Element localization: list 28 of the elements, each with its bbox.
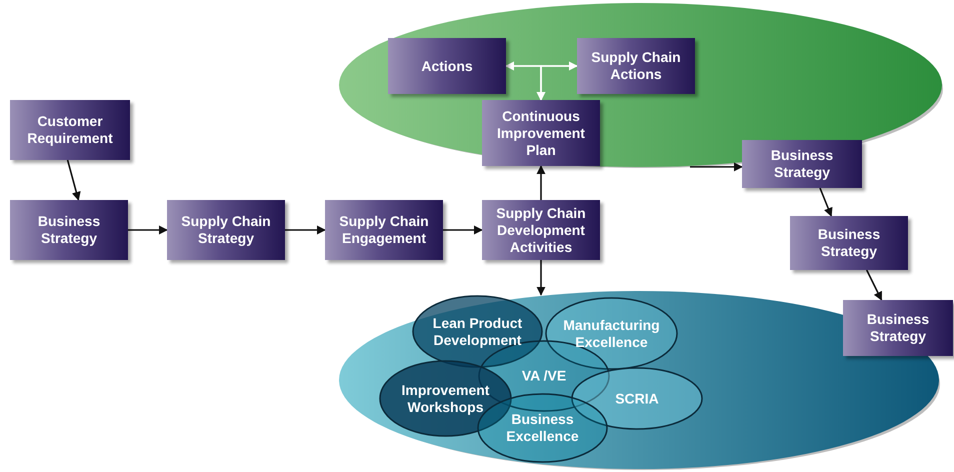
- process-box: Supply Chain Strategy: [167, 200, 285, 260]
- arrow: [536, 65, 577, 101]
- arrow: [66, 160, 81, 201]
- arrow: [536, 165, 546, 200]
- process-box: Actions: [388, 38, 506, 94]
- arrow: [690, 162, 743, 172]
- ellipse-label: Lean Product Development: [432, 314, 524, 348]
- ellipse-label: Manufacturing Excellence: [562, 316, 661, 350]
- arrow: [866, 270, 882, 301]
- process-box: Business Strategy: [742, 140, 862, 188]
- arrow: [128, 226, 168, 234]
- process-box: Customer Requirement: [10, 100, 130, 160]
- process-box: Business Strategy: [790, 216, 908, 270]
- arrow: [536, 260, 546, 296]
- process-box: Continuous Improvement Plan: [482, 100, 600, 166]
- arrow: [819, 188, 832, 217]
- ellipse-label: Improvement Workshops: [400, 382, 490, 416]
- process-box: Supply Chain Engagement: [325, 200, 443, 260]
- ellipse-label: VA /VE: [520, 368, 568, 384]
- process-box: Business Strategy: [10, 200, 128, 260]
- arrow: [505, 62, 578, 70]
- ellipse-label: Business Excellence: [505, 411, 580, 445]
- process-box: Supply Chain Actions: [577, 38, 695, 94]
- process-box: Business Strategy: [843, 300, 953, 356]
- process-box: Supply Chain Development Activities: [482, 200, 600, 260]
- arrow: [285, 226, 326, 234]
- arrow: [443, 226, 483, 234]
- ellipse-label: SCRIA: [614, 390, 660, 407]
